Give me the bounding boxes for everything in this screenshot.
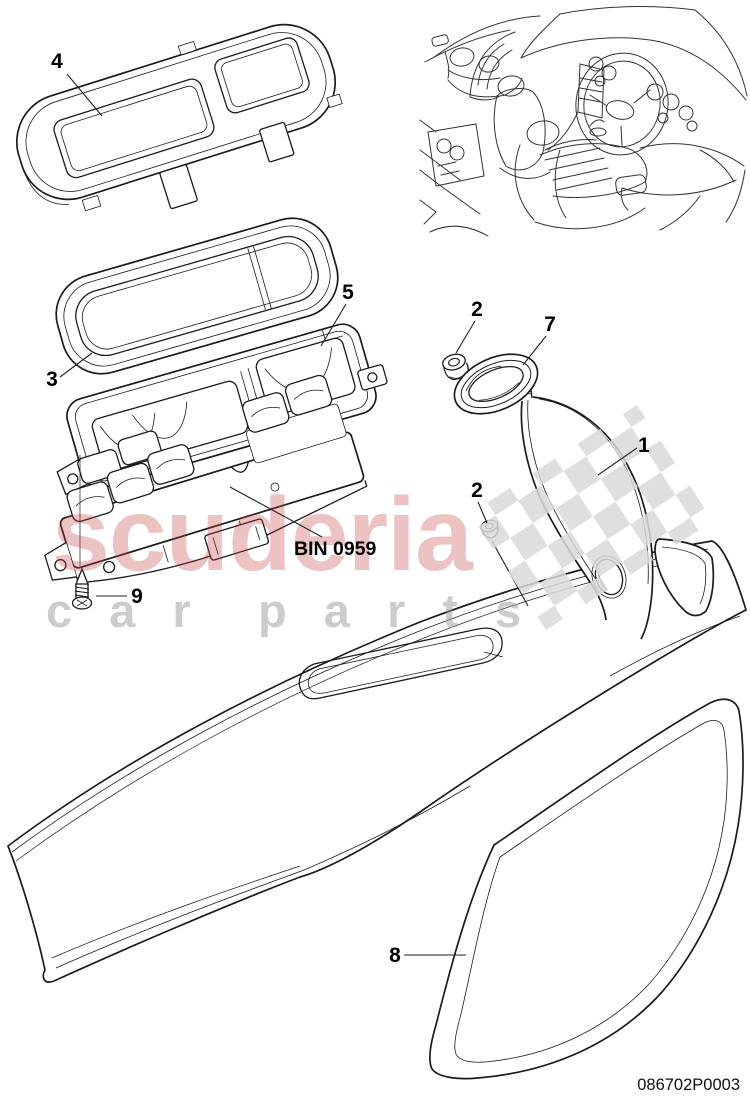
callout-part-3: 3 [46, 368, 58, 391]
callout-part-2-upper: 2 [471, 298, 483, 321]
watermark-layer: scuderia c a r p a r t s [46, 405, 713, 637]
leader-line-3 [59, 352, 93, 378]
armrest-end-cap [654, 538, 715, 617]
watermark-parts-text: p a r t s [258, 584, 533, 637]
watermark-car-text: c a r [46, 584, 203, 637]
callout-part-7: 7 [544, 313, 556, 336]
watermark-brand-text: scuderia [52, 477, 474, 593]
leader-line-7 [522, 335, 547, 366]
door-trim-highlight-2 [486, 49, 513, 90]
part-2-grommet-upper [442, 353, 469, 381]
leader-line-2-lower [477, 501, 488, 524]
callout-layer: 4 3 5 9 BIN 0959 2 7 2 1 8 086702P0003 [46, 50, 740, 1094]
part-8-lower-door-panel [429, 698, 744, 1080]
callout-part-8: 8 [389, 944, 401, 967]
callout-part-9: 9 [131, 585, 143, 608]
leader-line-5 [320, 303, 347, 347]
drawing-number: 086702P0003 [637, 1076, 740, 1094]
window-switch-module [44, 374, 368, 584]
leader-line-bin [229, 486, 323, 538]
car-interior-illustration [419, 6, 748, 237]
callout-part-5: 5 [342, 281, 354, 304]
artwork-layer [6, 6, 748, 1080]
part-9-screw [71, 455, 93, 610]
leader-line-4 [66, 73, 103, 117]
callout-part-4: 4 [51, 50, 63, 73]
callout-part-2-lower: 2 [471, 479, 483, 502]
leader-line-2-upper [455, 320, 476, 354]
callout-part-1: 1 [638, 434, 650, 457]
rocker-switches [66, 374, 347, 523]
part-4-switch-bezel-cover [15, 23, 343, 212]
door-trim-highlight [477, 43, 505, 86]
leader-line-1 [597, 447, 638, 476]
part-3-seal-gasket [55, 217, 339, 375]
steering-wheel [575, 52, 669, 156]
checkered-flag [470, 405, 713, 630]
part-7-oval-trim-cap [453, 353, 539, 415]
callout-bin-code: BIN 0959 [294, 538, 377, 560]
